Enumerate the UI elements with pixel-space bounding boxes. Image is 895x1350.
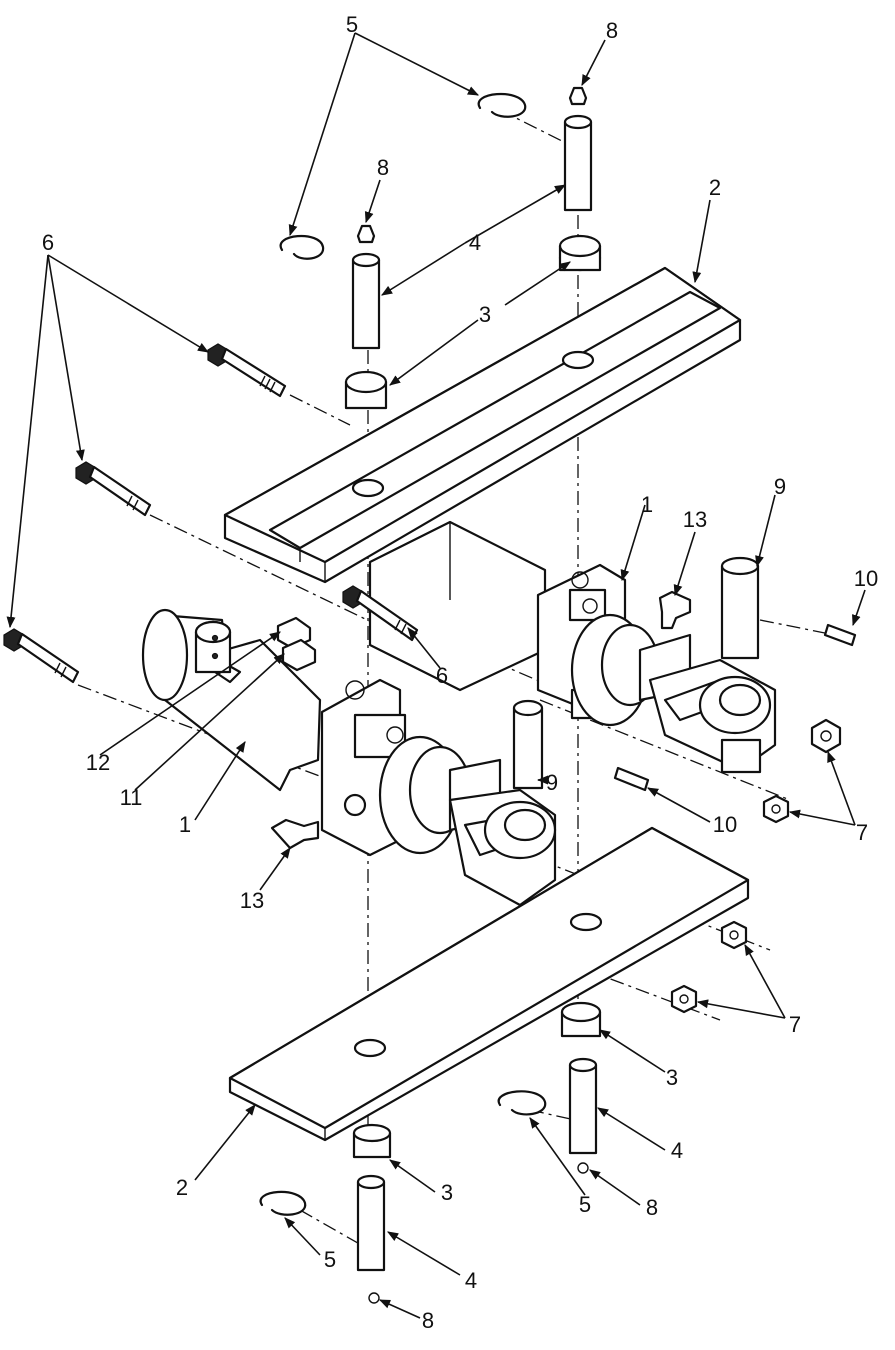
callout-1: 1 — [179, 812, 191, 837]
callout-2: 2 — [176, 1175, 188, 1200]
callout-3: 3 — [479, 302, 491, 327]
leader-lines — [6, 32, 866, 1319]
callout-11: 11 — [120, 785, 143, 810]
callout-6: 6 — [436, 663, 448, 688]
callout-7: 7 — [856, 820, 868, 845]
cap-screws — [3, 343, 419, 684]
callout-8: 8 — [422, 1308, 434, 1333]
hydraulic-cylinder-left — [141, 608, 557, 907]
callout-8: 8 — [377, 155, 389, 180]
callout-13: 13 — [240, 888, 264, 913]
callout-5: 5 — [579, 1192, 591, 1217]
callout-5: 5 — [324, 1247, 336, 1272]
callout-4: 4 — [671, 1138, 683, 1163]
callout-1: 1 — [641, 492, 653, 517]
upper-bracket-plate — [223, 266, 742, 584]
hydraulic-cylinder-right — [368, 520, 777, 774]
callout-4: 4 — [465, 1268, 477, 1293]
callout-9: 9 — [546, 770, 558, 795]
callout-9: 9 — [774, 474, 786, 499]
cap-screw-center — [342, 585, 419, 642]
callout-3: 3 — [666, 1065, 678, 1090]
callout-5: 5 — [346, 12, 358, 37]
callout-3: 3 — [441, 1180, 453, 1205]
callout-10: 10 — [854, 566, 878, 591]
cap-screw-bottom — [3, 628, 80, 684]
callout-numbers: 5 8 8 2 4 6 3 9 1 13 10 6 12 9 11 1 10 7… — [42, 12, 878, 1333]
callout-6: 6 — [42, 230, 54, 255]
callout-13: 13 — [683, 507, 707, 532]
lower-bracket-plate — [228, 826, 750, 1142]
callout-12: 12 — [86, 750, 110, 775]
misc-hardware — [270, 556, 857, 1014]
cap-screw-middle — [75, 461, 152, 517]
callout-10: 10 — [713, 812, 737, 837]
pins-and-bushings — [259, 86, 602, 1304]
callout-8: 8 — [646, 1195, 658, 1220]
callout-2: 2 — [709, 175, 721, 200]
callout-8: 8 — [606, 18, 618, 43]
callout-7: 7 — [789, 1012, 801, 1037]
callout-4: 4 — [469, 230, 481, 255]
cap-screw-top — [207, 343, 287, 398]
